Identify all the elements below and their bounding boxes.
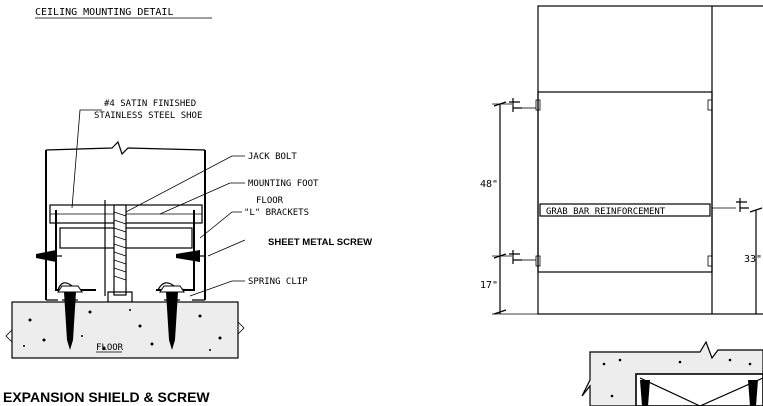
- label-shoe-line2: STAINLESS STEEL SHOE: [94, 111, 202, 121]
- label-sheet-metal-screw: SHEET METAL SCREW: [268, 237, 372, 248]
- leader-lines: [71, 109, 246, 297]
- label-l-brackets: "L" BRACKETS: [244, 208, 309, 218]
- centerline-symbols: [509, 98, 749, 264]
- label-shoe-line1: #4 SATIN FINISHED: [104, 99, 196, 109]
- dimension-lines: [492, 101, 763, 315]
- label-floor: FLOOR: [256, 196, 284, 206]
- jack-bolt: [107, 204, 133, 303]
- expansion-shield-screw: [57, 285, 185, 350]
- label-floor-slab: FLOOR: [96, 343, 124, 353]
- label-spring-clip: SPRING CLIP: [248, 277, 308, 287]
- label-grab-bar: GRAB BAR REINFORCEMENT: [546, 207, 666, 217]
- dim-17: 17": [480, 280, 498, 291]
- partition-elevation: [535, 5, 763, 315]
- floor-anchor-detail: [581, 340, 763, 406]
- sheet-metal-screw: [36, 250, 206, 262]
- grab-bar-reinforcement: GRAB BAR REINFORCEMENT: [539, 203, 711, 217]
- concrete-floor-slab: [5, 301, 245, 359]
- label-jack-bolt: JACK BOLT: [248, 152, 297, 162]
- label-mounting-foot: MOUNTING FOOT: [248, 179, 319, 189]
- dim-33: 33": [744, 254, 762, 265]
- detail-title: CEILING MOUNTING DETAIL: [35, 7, 173, 18]
- label-expansion-shield: EXPANSION SHIELD & SCREW: [3, 389, 210, 405]
- dim-48: 48": [480, 179, 498, 190]
